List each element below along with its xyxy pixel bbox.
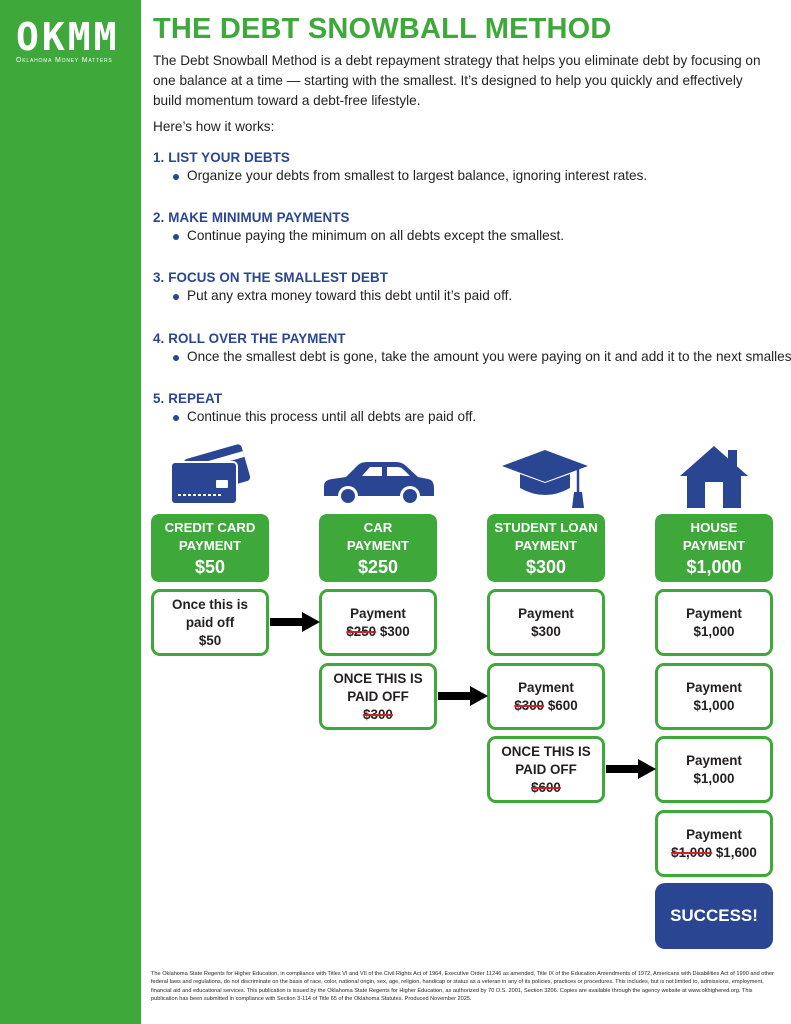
old-amount: $300 (363, 706, 393, 722)
house-payment-box: Payment $1,000 $1,600 (655, 810, 773, 877)
box-line: Payment (686, 605, 742, 621)
header-line: CAR (363, 520, 393, 535)
new-amount: $1,600 (715, 844, 757, 860)
box-line: $300 (322, 706, 434, 724)
step-2: 2. MAKE MINIMUM PAYMENTS Continue paying… (153, 210, 564, 243)
old-amount: $600 (531, 779, 561, 795)
header-house: HOUSE PAYMENT $1,000 (655, 514, 773, 582)
box-line: $250 $300 (322, 623, 434, 641)
how-it-works-label: Here’s how it works: (153, 119, 275, 134)
step-bullet: Organize your debts from smallest to lar… (173, 168, 648, 183)
page-title: THE DEBT SNOWBALL METHOD (153, 13, 612, 45)
header-line: PAYMENT (346, 538, 410, 553)
box-line: PAID OFF (515, 761, 577, 777)
header-credit-card: CREDIT CARD PAYMENT $50 (151, 514, 269, 582)
box-line: Payment (518, 679, 574, 695)
header-student-loan: STUDENT LOAN PAYMENT $300 (487, 514, 605, 582)
step-bullet: Continue this process until all debts ar… (173, 409, 477, 424)
header-amount: $50 (194, 557, 226, 577)
step-text: Put any extra money toward this debt unt… (187, 288, 513, 303)
header-amount: $300 (525, 557, 567, 577)
header-line: STUDENT LOAN (494, 520, 598, 535)
step-text: Continue this process until all debts ar… (187, 409, 477, 424)
step-heading: 1. LIST YOUR DEBTS (153, 150, 290, 165)
step-heading: 4. ROLL OVER THE PAYMENT (153, 331, 346, 346)
box-line: $1,000 (693, 770, 735, 786)
right-arrow-icon (438, 686, 488, 706)
new-amount: $300 (379, 623, 410, 639)
header-line: CREDIT CARD (164, 520, 256, 535)
bullet-dot-icon (173, 294, 179, 300)
step-bullet: Continue paying the minimum on all debts… (173, 228, 565, 243)
header-amount: $1,000 (686, 557, 742, 577)
box-line: $1,000 (693, 697, 735, 713)
box-line: Payment (686, 679, 742, 695)
box-line: $300 (531, 623, 561, 639)
step-heading: 2. MAKE MINIMUM PAYMENTS (153, 210, 350, 225)
logo-main-text: OKMM (16, 15, 120, 59)
student-loan-payment-box: Payment $300 $600 (487, 663, 605, 730)
step-heading: 3. FOCUS ON THE SMALLEST DEBT (153, 270, 389, 285)
box-line: Once this is (172, 596, 248, 612)
box-line: paid off (185, 614, 235, 630)
intro-paragraph: The Debt Snowball Method is a debt repay… (153, 53, 761, 108)
box-line: $300 $600 (490, 697, 602, 715)
header-amount: $250 (357, 557, 399, 577)
bullet-dot-icon (173, 415, 179, 421)
success-badge: SUCCESS! (655, 883, 773, 949)
house-payment-box: Payment $1,000 (655, 663, 773, 730)
step-5: 5. REPEAT Continue this process until al… (153, 391, 476, 424)
logo-subtitle: Oklahoma Money Matters (16, 57, 113, 64)
house-icon (680, 446, 748, 508)
header-car: CAR PAYMENT $250 (319, 514, 437, 582)
right-arrow-icon (270, 612, 320, 632)
green-sidebar: OKMM Oklahoma Money Matters (0, 0, 141, 1024)
graduation-cap-icon (502, 450, 588, 508)
step-text: Once the smallest debt is gone, take the… (187, 349, 791, 364)
car-icon (324, 462, 434, 506)
box-line: $1,000 (693, 623, 735, 639)
box-line: Payment (686, 752, 742, 768)
box-line: Payment (518, 605, 574, 621)
box-line: ONCE THIS IS (501, 743, 591, 759)
old-amount: $250 (346, 623, 377, 639)
credit-card-paid-off-box: Once this is paid off $50 (151, 589, 269, 656)
box-line: $1,000 $1,600 (658, 844, 770, 862)
box-line: Payment (350, 605, 406, 621)
house-payment-box: Payment $1,000 (655, 589, 773, 656)
legal-footer: The Oklahoma State Regents for Higher Ed… (151, 971, 775, 1003)
box-line: PAID OFF (347, 688, 409, 704)
header-line: PAYMENT (178, 538, 242, 553)
header-line: HOUSE (690, 520, 738, 535)
step-text: Continue paying the minimum on all debts… (187, 228, 565, 243)
bullet-dot-icon (173, 174, 179, 180)
old-amount: $1,000 (671, 844, 713, 860)
step-3: 3. FOCUS ON THE SMALLEST DEBT Put any ex… (153, 270, 512, 303)
right-arrow-icon (606, 759, 656, 779)
okmm-logo: OKMM Oklahoma Money Matters (16, 18, 124, 64)
box-line: Payment (686, 826, 742, 842)
new-amount: $600 (547, 697, 578, 713)
box-line: ONCE THIS IS (333, 670, 423, 686)
box-line: $50 (198, 632, 222, 648)
step-bullet: Put any extra money toward this debt unt… (173, 288, 513, 303)
step-bullet: Once the smallest debt is gone, take the… (173, 349, 791, 364)
step-heading: 5. REPEAT (153, 391, 223, 406)
box-line: $600 (490, 779, 602, 797)
car-paid-off-box: ONCE THIS IS PAID OFF $300 (319, 663, 437, 730)
step-4: 4. ROLL OVER THE PAYMENT Once the smalle… (153, 331, 791, 364)
old-amount: $300 (514, 697, 545, 713)
student-loan-payment-box: Payment $300 (487, 589, 605, 656)
student-loan-paid-off-box: ONCE THIS IS PAID OFF $600 (487, 736, 605, 803)
house-payment-box: Payment $1,000 (655, 736, 773, 803)
bullet-dot-icon (173, 234, 179, 240)
bullet-dot-icon (173, 355, 179, 361)
header-line: PAYMENT (682, 538, 746, 553)
credit-card-icon (170, 444, 251, 505)
car-payment-box: Payment $250 $300 (319, 589, 437, 656)
header-line: PAYMENT (514, 538, 578, 553)
step-1: 1. LIST YOUR DEBTS Organize your debts f… (153, 150, 647, 183)
step-text: Organize your debts from smallest to lar… (187, 168, 648, 183)
